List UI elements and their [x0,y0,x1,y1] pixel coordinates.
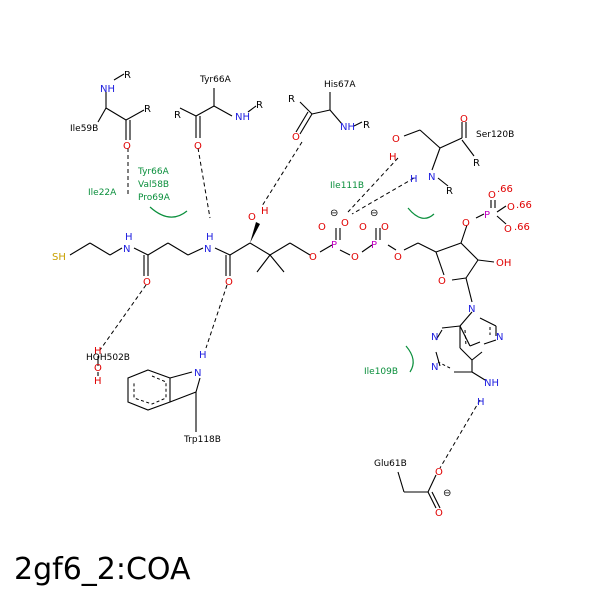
ile59b-r2: R [144,104,151,115]
adenine-n3: N [431,332,438,343]
ribose-ring [435,200,507,303]
hydrogen-bonds [99,141,481,469]
ser120b-co: O [460,114,468,125]
phosphorus-1: P [331,240,337,251]
diagram-title: 2gf6_2:COA [14,552,191,587]
water-o: O [94,363,102,374]
ser120b-r1: R [473,158,480,169]
coa-backbone [69,228,437,276]
residue-ile59b: Ile59B [70,124,98,134]
amide-h1: H [125,232,133,243]
phos3-charge-b: .66 [516,200,532,211]
tyr66a-r1: R [256,100,263,111]
ester-o1: O [309,252,317,263]
glu61b-o1: O [435,467,443,478]
his67a-o: O [292,132,300,143]
amide-n2: N [204,244,211,255]
amide-o2: O [225,277,233,288]
residue-ile109b: Ile109B [364,367,398,377]
tyr66a-nh: NH [235,112,250,123]
ester-o2: O [394,252,402,263]
phos2-charge: ⊖ [370,208,378,219]
phos3-o-b: O [507,202,515,213]
hydrophobic-contacts [149,206,435,373]
residue-hoh502b: HOH502B [86,353,130,363]
tyr66a-o: O [194,141,202,152]
tyr66a-r2: R [174,110,181,121]
ser120b-o: O [392,134,400,145]
residue-glu61b: Glu61B [374,459,407,469]
adenine-n7: N [496,332,503,343]
ser120b-h2: H [410,174,418,185]
his67a-r1: R [288,94,295,105]
ribose-o3: O [462,218,470,229]
indole-h: H [199,350,207,361]
indole-n: N [194,368,201,379]
ribose-o: O [438,276,446,287]
stereo-wedge [250,222,260,243]
adenine-n1: N [431,362,438,373]
ser120b-h: H [389,152,397,163]
residue-val58b: Val58B [138,180,169,190]
ribose-oh: OH [496,258,511,269]
residue-ser120b: Ser120B [476,130,514,140]
hydroxyl-h: H [261,206,269,217]
residue-ile111b: Ile111B [330,181,364,191]
his67a-nh: NH [340,122,355,133]
phos3-charge-c: .66 [514,222,530,233]
phosphorus-3: P [484,210,490,221]
ile59b-r1: R [124,70,131,81]
water-h2: H [94,376,102,387]
amide-n1: N [123,244,130,255]
glu61b-charge: ⊖ [443,488,451,499]
phos2-o-a: O [359,222,367,233]
adenine-ring [435,311,497,381]
phos3-o-c: O [504,224,512,235]
residue-trp118b: Trp118B [183,435,221,445]
glu61b-o2: O [435,508,443,519]
phos3-o-a: O [488,190,496,201]
phos1-charge: ⊖ [330,208,338,219]
ile59b-nh: NH [100,84,115,95]
residue-frames [97,73,475,509]
residue-pro69a: Pro69A [138,193,171,203]
amine-h: H [477,397,485,408]
residue-tyr66a: Tyr66A [137,167,170,177]
amine-nh: NH [484,378,499,389]
ile59b-o: O [123,141,131,152]
adenine-n9: N [468,304,475,315]
amide-o1: O [143,277,151,288]
bridge-o: O [351,252,359,263]
phosphorus-2: P [371,240,377,251]
water-h1: H [94,346,102,357]
atom-labels: SH N H O N H O O H O P O O ⊖ O P O O ⊖ O… [52,70,532,519]
ser120b-n: N [428,172,435,183]
phos1-o-b: O [341,218,349,229]
amide-h2: H [206,232,214,243]
his67a-r2: R [363,120,370,131]
residue-ile22a: Ile22A [88,188,117,198]
hydroxyl-o: O [248,212,256,223]
residue-tyr66a-top: Tyr66A [199,75,232,85]
residue-labels: Ile59B Tyr66A His67A Ser120B Ile22A Tyr6… [70,75,514,469]
phos1-o-a: O [318,222,326,233]
phos2-o-b: O [381,222,389,233]
residue-his67a: His67A [324,80,356,90]
phos3-charge-a: .66 [497,184,513,195]
ser120b-r2: R [446,186,453,197]
thiol-label: SH [52,252,66,263]
trp118b-indole [127,369,201,432]
